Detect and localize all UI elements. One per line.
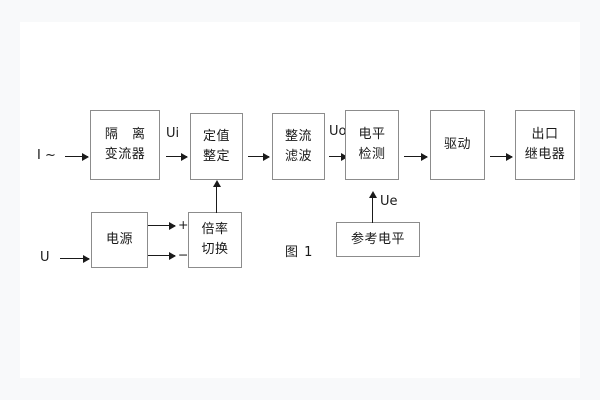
arrow-reference-to-level-detect <box>368 191 377 223</box>
block-multiplier-switch-line-1: 倍率 <box>201 222 229 237</box>
arrow-current-to-isolation <box>65 152 89 161</box>
block-isolation-ct[interactable]: 隔 离 变流器 <box>90 110 160 180</box>
arrow-supply-negative <box>148 251 176 260</box>
ue-signal-label: Ue <box>380 194 398 209</box>
arrow-multiplier-to-setting <box>212 180 221 213</box>
block-output-relay-line-1: 出口 <box>531 127 559 142</box>
block-setting-value[interactable]: 定值 整定 <box>190 113 243 180</box>
ui-signal-label: Ui <box>166 126 180 141</box>
arrow-setting-to-rectify <box>248 152 270 161</box>
block-level-detect[interactable]: 电平 检测 <box>345 110 399 180</box>
block-setting-value-line-2: 整定 <box>202 148 230 164</box>
block-setting-value-line-1: 定值 <box>202 128 230 144</box>
block-output-relay[interactable]: 出口 继电器 <box>515 110 575 180</box>
block-power-supply[interactable]: 电源 <box>91 212 148 268</box>
block-rectify-filter-line-1: 整流 <box>284 128 312 144</box>
block-rectify-filter[interactable]: 整流 滤波 <box>272 113 325 180</box>
arrow-level-detect-to-drive <box>404 152 428 161</box>
block-rectify-filter-line-2: 滤波 <box>284 148 312 164</box>
block-power-supply-line-1: 电源 <box>105 232 133 247</box>
block-level-detect-line-2: 检测 <box>358 147 386 162</box>
block-multiplier-switch-line-2: 切换 <box>201 242 229 257</box>
arrow-voltage-to-power-supply <box>60 254 90 263</box>
diagram-canvas: I ~ 隔 离 变流器 Ui 定值 整定 整流 滤波 Uo 电平 <box>20 22 580 378</box>
block-drive[interactable]: 驱动 <box>430 110 485 180</box>
arrow-supply-positive <box>148 221 176 230</box>
block-reference-level-line-1: 参考电平 <box>350 231 405 247</box>
arrow-drive-to-output-relay <box>490 152 513 161</box>
block-isolation-ct-line-2: 变流器 <box>104 147 146 162</box>
block-level-detect-line-1: 电平 <box>358 127 386 142</box>
arrow-isolation-to-setting <box>166 152 188 161</box>
arrow-rectify-to-level-detect <box>329 152 348 161</box>
block-reference-level[interactable]: 参考电平 <box>336 222 420 257</box>
block-multiplier-switch[interactable]: 倍率 切换 <box>188 212 242 268</box>
block-output-relay-line-2: 继电器 <box>524 147 566 162</box>
uo-signal-label: Uo <box>329 124 347 139</box>
voltage-input-label: U <box>40 250 50 265</box>
block-drive-line-1: 驱动 <box>443 137 471 152</box>
figure-caption: 图 1 <box>285 245 314 260</box>
current-input-label: I ~ <box>37 148 56 163</box>
block-isolation-ct-line-1: 隔 离 <box>104 127 151 142</box>
